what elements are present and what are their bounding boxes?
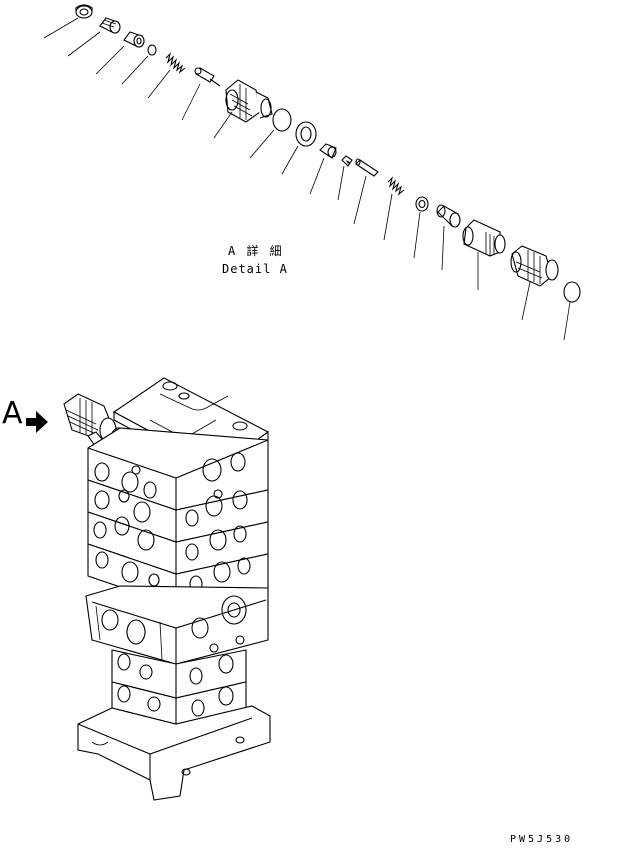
view-letter: A <box>2 396 23 431</box>
valve-base-plate <box>77 705 271 801</box>
leader-line <box>563 301 571 341</box>
leader-line <box>181 83 201 121</box>
part-washer <box>415 196 429 212</box>
part-small-pin <box>341 155 353 167</box>
leader-line <box>67 31 101 57</box>
part-spring-2 <box>387 176 405 196</box>
detail-label-japanese: A 詳 細 <box>228 244 284 258</box>
part-o-ring-large <box>272 108 292 132</box>
part-sleeve <box>462 219 506 257</box>
detail-label-english: Detail A <box>222 262 288 276</box>
leader-line <box>353 175 367 225</box>
leader-line <box>309 157 325 195</box>
part-o-ring-end <box>563 281 581 303</box>
detail-a-exploded-parts <box>43 4 581 341</box>
part-o-ring-small <box>147 44 157 56</box>
leader-line <box>281 145 299 175</box>
leader-line <box>147 69 171 99</box>
control-valve-assembly <box>63 377 271 801</box>
part-rod <box>355 158 379 177</box>
leader-line <box>337 165 345 201</box>
part-cap <box>75 4 93 19</box>
part-plunger <box>194 67 221 87</box>
leader-line <box>383 193 393 241</box>
leader-line <box>413 211 421 259</box>
drawing-code: PW5J530 <box>510 834 574 845</box>
leader-line <box>213 111 233 139</box>
part-collar <box>319 143 337 159</box>
leader-line <box>521 281 531 321</box>
leader-line <box>249 129 275 159</box>
part-seal-ring <box>295 121 317 147</box>
leader-line <box>121 55 149 85</box>
part-valve-body-large <box>225 79 273 123</box>
leader-line <box>95 45 125 75</box>
leader-line <box>43 17 79 39</box>
part-spring <box>165 52 186 74</box>
part-bushing <box>436 204 461 228</box>
part-threaded-end <box>510 245 559 287</box>
view-arrow-icon <box>26 411 48 433</box>
part-nut <box>123 31 145 48</box>
part-threaded-sleeve <box>99 17 121 34</box>
leader-line <box>441 225 445 271</box>
valve-section-5 <box>85 585 269 665</box>
